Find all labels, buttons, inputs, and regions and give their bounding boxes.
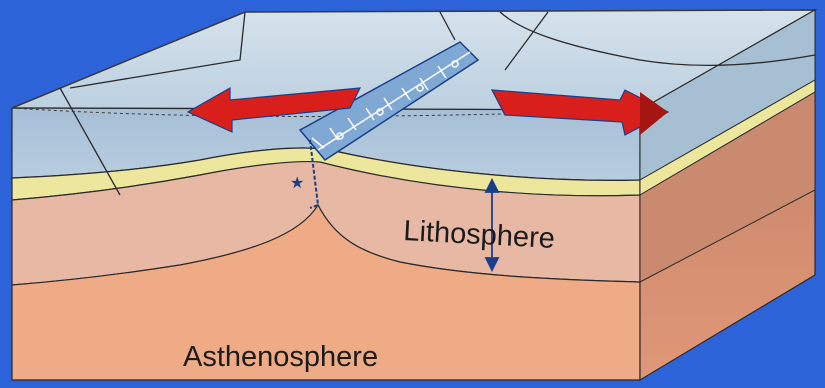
- star-icon: ★: [290, 175, 304, 192]
- asthenosphere-label: Asthenosphere: [183, 341, 378, 373]
